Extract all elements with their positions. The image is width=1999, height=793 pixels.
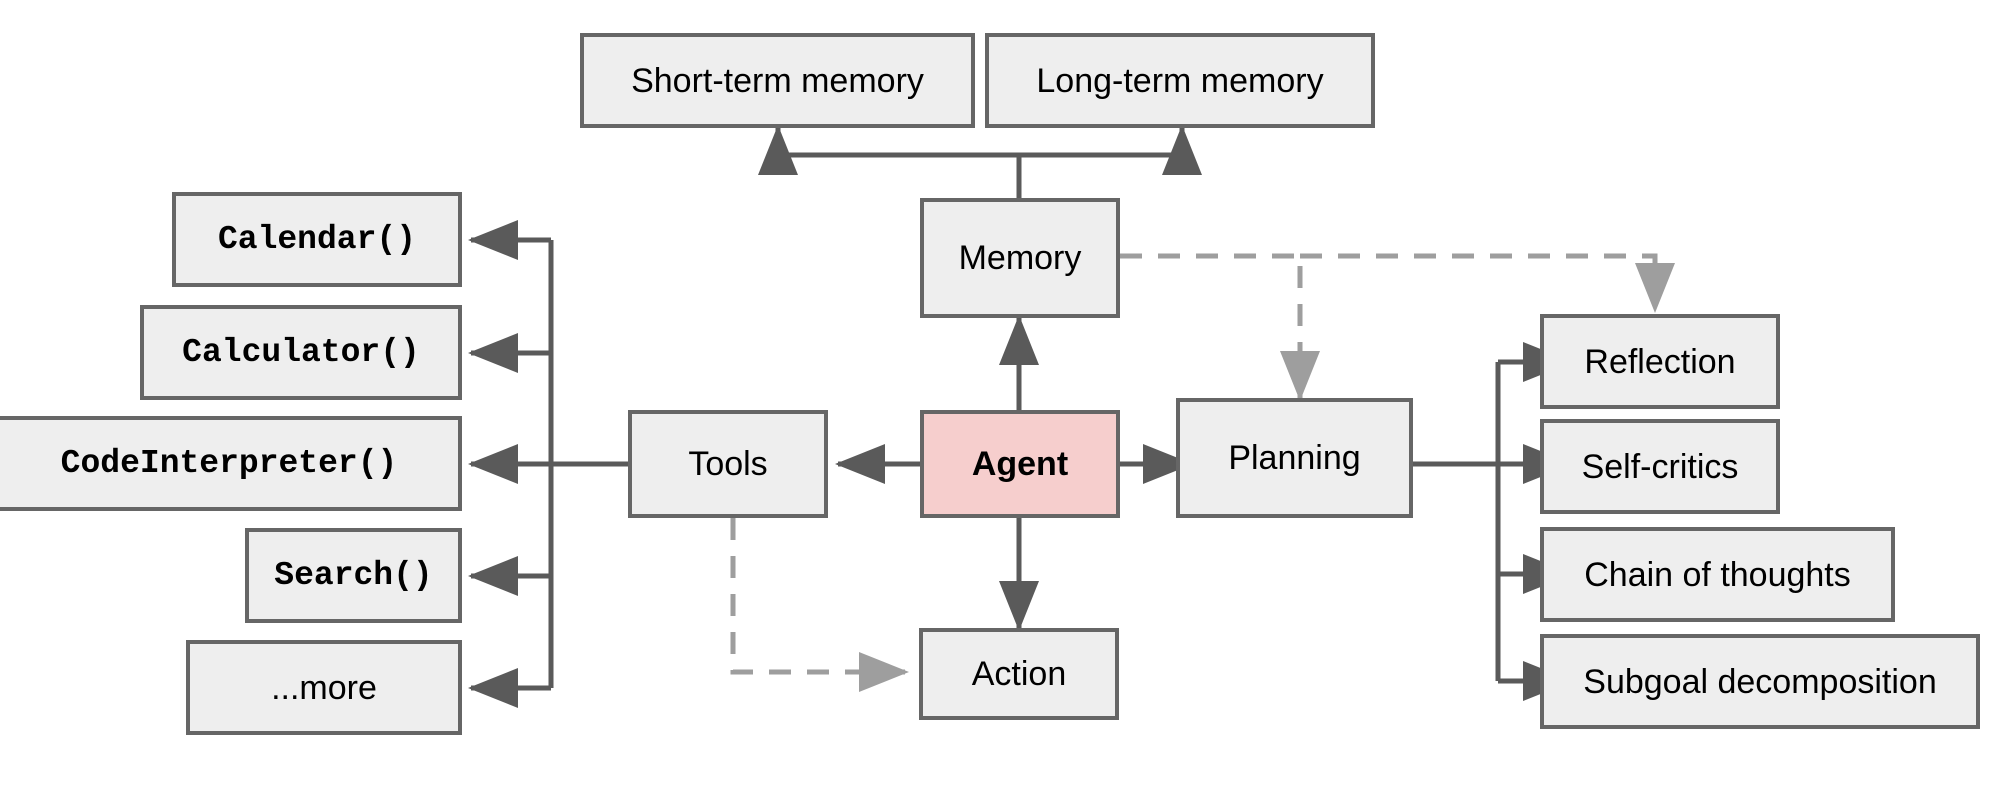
node-label: ...more [271, 668, 377, 707]
node-memory[interactable]: Memory [920, 198, 1120, 318]
node-tools[interactable]: Tools [628, 410, 828, 518]
node-planning-self-critics[interactable]: Self-critics [1540, 419, 1780, 514]
node-label: Chain of thoughts [1584, 555, 1851, 594]
edge-memory-short [758, 124, 1019, 175]
node-planning-chain-of-thoughts[interactable]: Chain of thoughts [1540, 527, 1895, 622]
node-label: Search() [274, 557, 433, 594]
node-agent[interactable]: Agent [920, 410, 1120, 518]
node-label: Long-term memory [1036, 61, 1324, 100]
node-planning[interactable]: Planning [1176, 398, 1413, 518]
node-label: Tools [688, 445, 768, 483]
node-label: Agent [971, 445, 1069, 483]
node-tool-more[interactable]: ...more [186, 640, 462, 735]
node-label: Short-term memory [631, 61, 924, 100]
node-planning-reflection[interactable]: Reflection [1540, 314, 1780, 409]
node-tool-calculator[interactable]: Calculator() [140, 305, 462, 400]
node-planning-subgoal-decomposition[interactable]: Subgoal decomposition [1540, 634, 1980, 729]
node-label: Planning [1228, 439, 1361, 477]
node-label: Subgoal decomposition [1583, 662, 1937, 701]
node-label: CodeInterpreter() [60, 445, 398, 482]
node-tool-search[interactable]: Search() [245, 528, 462, 623]
node-short-term-memory[interactable]: Short-term memory [580, 33, 975, 128]
edge-memory-long [1019, 124, 1202, 175]
node-action[interactable]: Action [919, 628, 1119, 720]
node-label: Reflection [1584, 342, 1736, 381]
edge-memory-reflection-dashed [1300, 253, 1675, 314]
node-label: Self-critics [1581, 447, 1739, 486]
node-label: Action [971, 655, 1067, 693]
node-label: Calculator() [182, 334, 420, 371]
node-long-term-memory[interactable]: Long-term memory [985, 33, 1375, 128]
edge-memory-planning-dashed [1120, 253, 1320, 402]
edge-tools-action-dashed [730, 518, 910, 692]
node-tool-calendar[interactable]: Calendar() [172, 192, 462, 287]
node-label: Memory [958, 239, 1082, 277]
node-tool-codeinterpreter[interactable]: CodeInterpreter() [0, 416, 462, 511]
node-label: Calendar() [217, 221, 417, 258]
